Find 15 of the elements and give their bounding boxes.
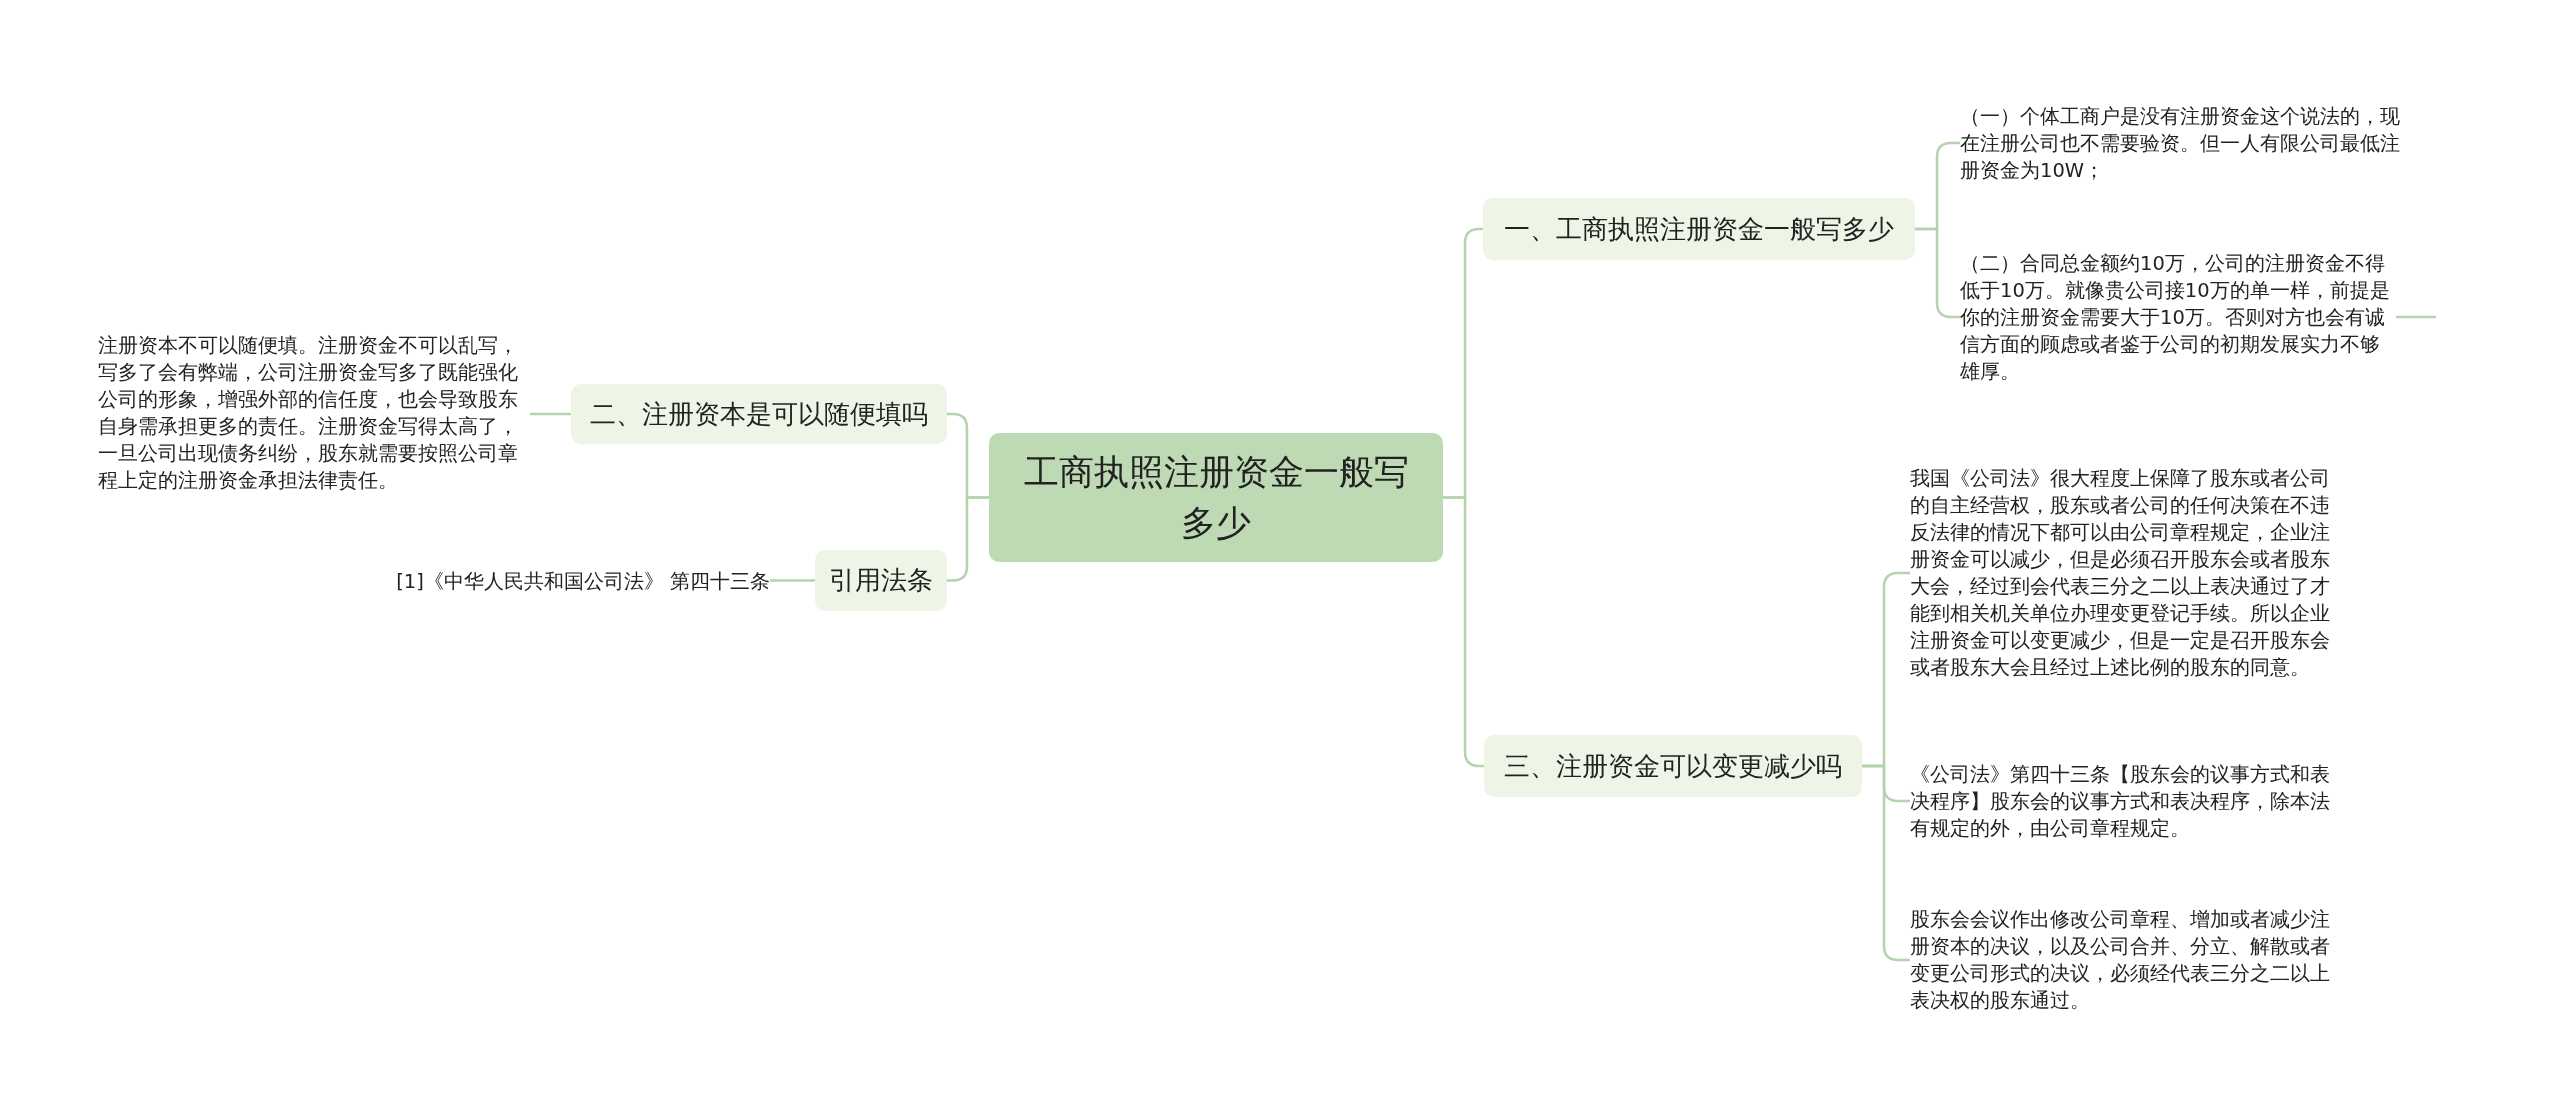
branch-topic-box: 三、注册资金可以变更减少吗 (1484, 735, 1862, 797)
connector-line (530, 412, 571, 416)
note-text: 股东会会议作出修改公司章程、增加或者减少注册资本的决议，以及公司合并、分立、解散或者变更公司形式的决议，必须经代表三分之二以上表决权的股东通过。 (1910, 904, 2342, 1016)
note-text: 《公司法》第四十三条【股东会的议事方式和表决程序】股东会的议事方式和表决程序，除本法有规定的外，由公司章程规定。 (1910, 758, 2342, 844)
connector-line (2396, 315, 2436, 319)
note-text: 注册资本不可以随便填。注册资金不可以乱写，写多了会有弊端，公司注册资金写多了既能强化公司的形象，增强外部的信任度，也会导致股东自身需承担更多的责任。注册资金写得太高了，一旦公司出现债务纠纷，股东就需要按照公司章程上定的注册资金承担法律责任。 (98, 329, 530, 497)
branch-topic-box: 一、工商执照注册资金一般写多少 (1483, 198, 1915, 260)
branch-topic-box: 引用法条 (815, 550, 947, 611)
note-text: （一）个体工商户是没有注册资金这个说法的，现在注册公司也不需要验资。但一人有限公司最低注册资金为10W； (1960, 98, 2400, 188)
central-topic-box: 工商执照注册资金一般写多少 (989, 433, 1443, 562)
connector-line (770, 579, 815, 582)
note-text: 我国《公司法》很大程度上保障了股东或者公司的自主经营权，股东或者公司的任何决策在不违反法律的情况下都可以由公司章程规定，企业注册资金可以减少，但是必须召开股东会或者股东大会，经过到会代表三分之二以上表决通过了才能到相关机关单位办理变更登记手续。所以企业注册资金可以变更减少，但是一定是召开股东会或者股东大会且经过上述比例的股东的同意。 (1910, 447, 2342, 699)
branch-topic-box: 二、注册资本是可以随便填吗 (571, 384, 947, 444)
note-text: （二）合同总金额约10万，公司的注册资金不得低于10万。就像贵公司接10万的单一样，前提是你的注册资金需要大于10万。否则对方也会有诚信方面的顾虑或者鉴于公司的初期发展实力不够雄厚。 (1960, 248, 2392, 386)
note-text: [1]《中华人民共和国公司法》 第四十三条 (360, 566, 770, 596)
